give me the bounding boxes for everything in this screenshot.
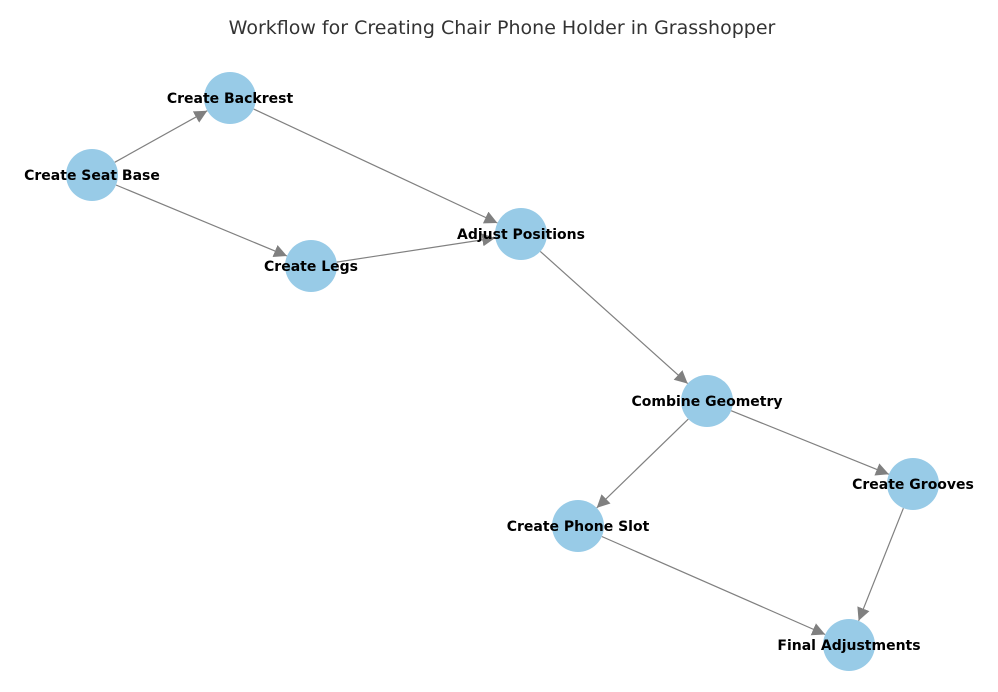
node-combine: Combine Geometry (631, 375, 783, 427)
node-circle (823, 619, 875, 671)
node-circle (887, 458, 939, 510)
edge-phone_slot-to-final (601, 535, 826, 636)
edge-grooves-to-final (857, 507, 904, 622)
edge-seat_base-to-legs (115, 184, 288, 258)
edge-adjust-to-combine (539, 250, 689, 385)
node-circle (552, 500, 604, 552)
edge-seat_base-to-backrest (114, 110, 208, 163)
node-label: Final Adjustments (777, 638, 920, 654)
node-circle (681, 375, 733, 427)
node-circle (285, 240, 337, 292)
node-legs: Create Legs (264, 240, 358, 292)
node-circle (495, 208, 547, 260)
node-final: Final Adjustments (777, 619, 921, 671)
node-circle (204, 72, 256, 124)
edge-legs-to-adjust (336, 233, 496, 263)
node-label: Create Seat Base (24, 168, 160, 184)
edges-layer (114, 108, 904, 636)
edge-combine-to-grooves (730, 410, 890, 476)
diagram-title: Workflow for Creating Chair Phone Holder… (229, 17, 776, 39)
node-label: Create Phone Slot (507, 519, 650, 535)
node-label: Create Grooves (852, 477, 974, 493)
node-circle (66, 149, 118, 201)
node-backrest: Create Backrest (167, 72, 294, 124)
node-label: Create Backrest (167, 91, 294, 107)
edge-combine-to-phone_slot (596, 418, 689, 509)
node-seat_base: Create Seat Base (24, 149, 160, 201)
node-label: Adjust Positions (457, 227, 585, 243)
edge-backrest-to-adjust (253, 108, 498, 224)
node-label: Create Legs (264, 259, 358, 275)
node-adjust: Adjust Positions (457, 208, 585, 260)
node-label: Combine Geometry (631, 394, 782, 410)
node-grooves: Create Grooves (852, 458, 974, 510)
node-phone_slot: Create Phone Slot (507, 500, 650, 552)
